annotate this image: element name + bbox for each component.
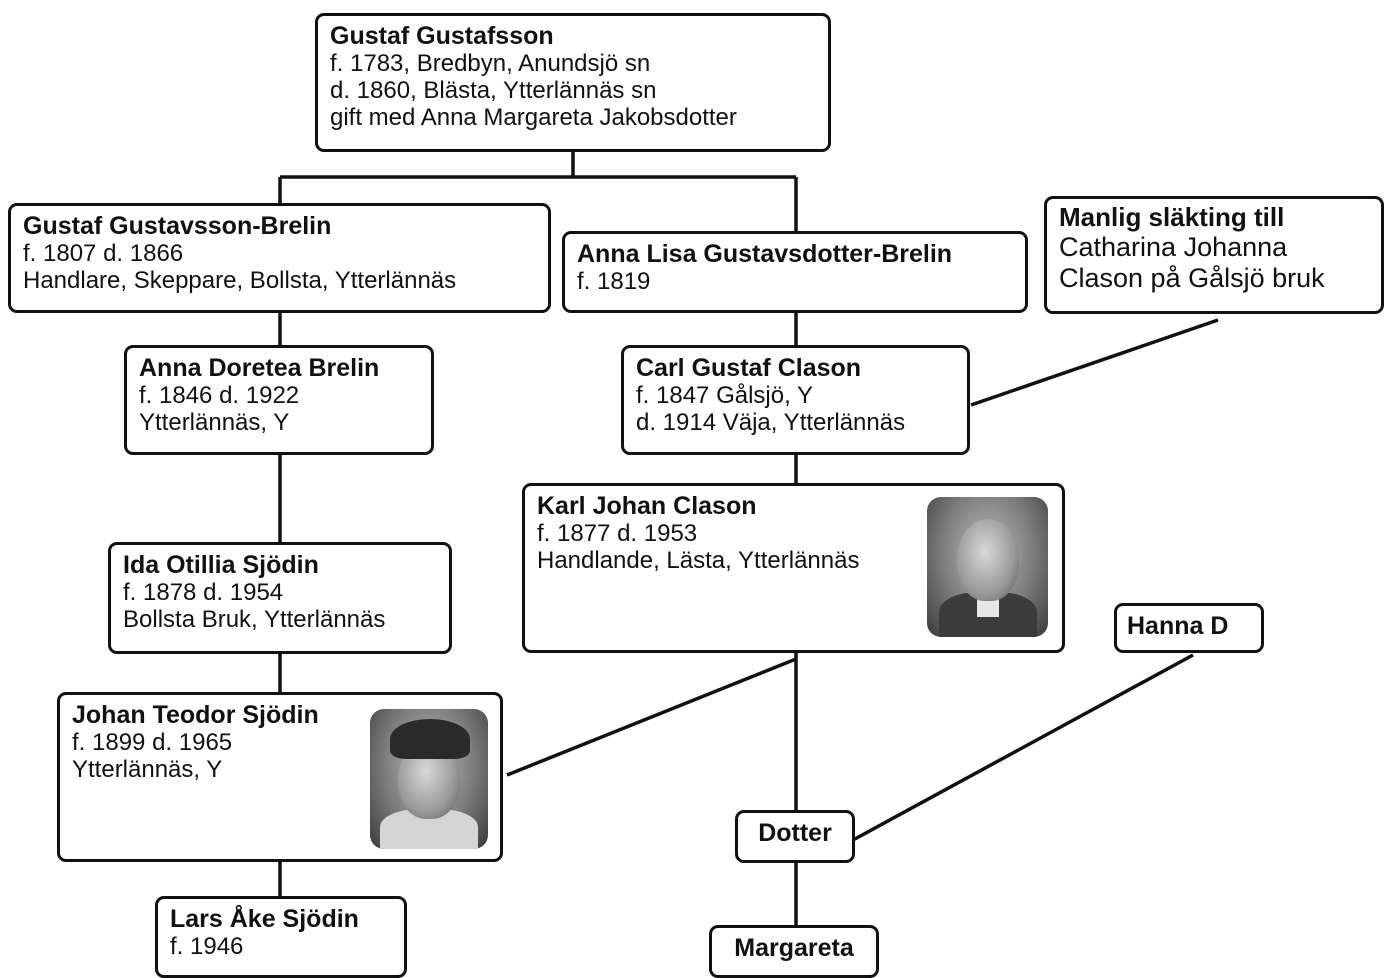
portrait-photo [927, 497, 1048, 637]
person-detail: f. 1783, Bredbyn, Anundsjö sn [330, 50, 651, 78]
person-name: Lars Åke Sjödin [170, 905, 359, 933]
person-name: Gustaf Gustavsson-Brelin [23, 212, 332, 240]
person-name: Manlig släkting till [1059, 202, 1285, 232]
person-name: Gustaf Gustafsson [330, 22, 554, 50]
person-name: Hanna D [1127, 612, 1229, 640]
person-detail: f. 1847 Gålsjö, Y [636, 382, 813, 410]
person-box-lars-ake: Lars Åke Sjödin f. 1946 [155, 896, 407, 978]
person-box-anna-doretea: Anna Doretea Brelin f. 1846 d. 1922 Ytte… [124, 345, 434, 455]
person-detail: Ytterlännäs, Y [139, 409, 290, 437]
person-detail: f. 1899 d. 1965 [72, 729, 233, 757]
person-detail: f. 1877 d. 1953 [537, 520, 698, 548]
person-name: Ida Otillia Sjödin [123, 551, 319, 579]
person-detail: f. 1846 d. 1922 [139, 382, 300, 410]
person-name: Dotter [758, 819, 832, 847]
person-detail: Handlare, Skeppare, Bollsta, Ytterlännäs [23, 267, 457, 295]
person-box-gustaf-gustafsson: Gustaf Gustafsson f. 1783, Bredbyn, Anun… [315, 13, 831, 152]
person-box-anna-lisa: Anna Lisa Gustavsdotter-Brelin f. 1819 [562, 231, 1028, 313]
person-detail: d. 1914 Väja, Ytterlännäs [636, 409, 906, 437]
person-name: Anna Lisa Gustavsdotter-Brelin [577, 240, 953, 268]
connector-hanna-to-dotter [852, 653, 1194, 842]
person-detail: d. 1860, Blästa, Ytterlännäs sn [330, 77, 657, 105]
person-box-karl-johan: Karl Johan Clason f. 1877 d. 1953 Handla… [522, 483, 1065, 653]
portrait-photo [370, 709, 488, 849]
person-detail: Ytterlännäs, Y [72, 756, 223, 784]
person-detail: gift med Anna Margareta Jakobsdotter [330, 104, 737, 132]
person-name: Carl Gustaf Clason [636, 354, 862, 382]
connector-karl-johan-to-johan [506, 657, 797, 777]
person-detail: Handlande, Lästa, Ytterlännäs [537, 547, 860, 575]
person-name: Margareta [734, 934, 854, 962]
person-box-gustaf-brelin: Gustaf Gustavsson-Brelin f. 1807 d. 1866… [8, 203, 551, 313]
person-box-manlig-slakting: Manlig släkting till Catharina Johanna C… [1044, 196, 1384, 314]
person-box-ida-otillia: Ida Otillia Sjödin f. 1878 d. 1954 Bolls… [108, 542, 452, 654]
person-detail: f. 1878 d. 1954 [123, 579, 284, 607]
person-detail: Bollsta Bruk, Ytterlännäs [123, 606, 386, 634]
person-box-johan-teodor: Johan Teodor Sjödin f. 1899 d. 1965 Ytte… [57, 692, 503, 862]
person-name: Karl Johan Clason [537, 492, 757, 520]
person-box-hanna-d: Hanna D [1114, 603, 1264, 653]
person-box-margareta: Margareta [709, 925, 879, 978]
person-detail: f. 1807 d. 1866 [23, 240, 184, 268]
connector-manlig-to-carl [970, 318, 1219, 407]
person-box-dotter: Dotter [735, 810, 855, 863]
person-detail: Catharina Johanna [1059, 232, 1288, 263]
person-name: Anna Doretea Brelin [139, 354, 380, 382]
person-name: Johan Teodor Sjödin [72, 701, 319, 729]
person-detail: f. 1819 [577, 268, 651, 296]
person-box-carl-gustaf: Carl Gustaf Clason f. 1847 Gålsjö, Y d. … [621, 345, 970, 455]
person-detail: Clason på Gålsjö bruk [1059, 262, 1325, 293]
person-detail: f. 1946 [170, 933, 244, 961]
